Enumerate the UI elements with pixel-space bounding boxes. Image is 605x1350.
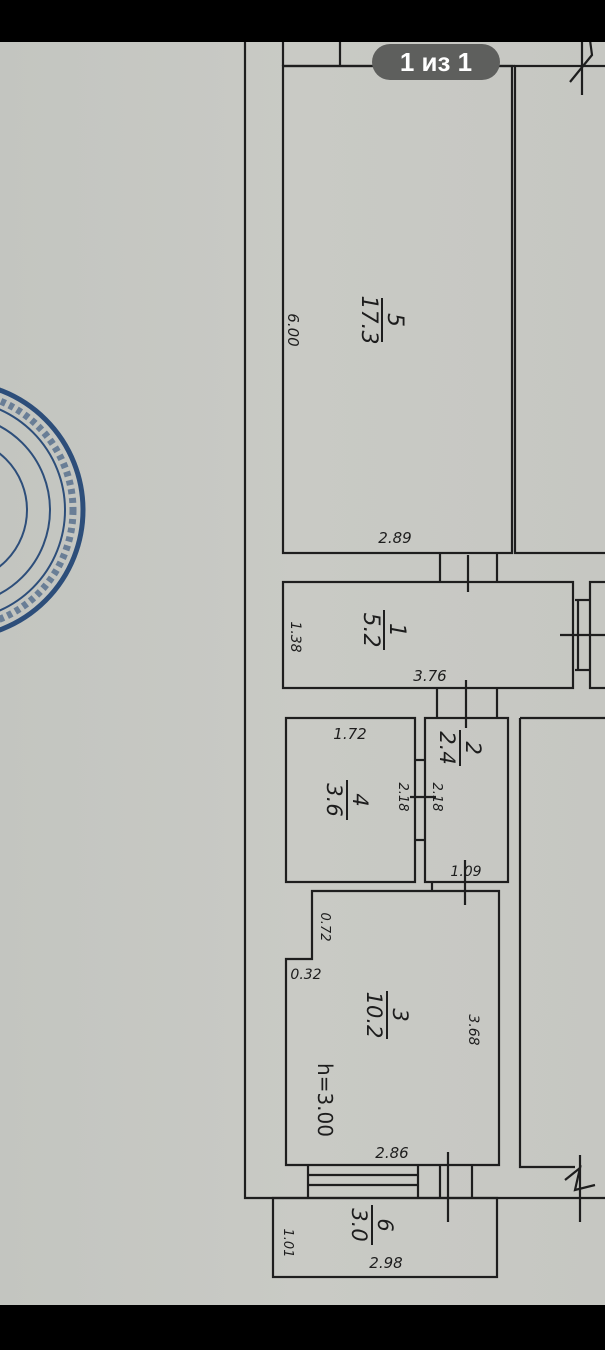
room-1-fraction: 1 5.2: [358, 610, 409, 650]
status-bar: [0, 0, 605, 42]
adjacent-room-top: [513, 64, 605, 555]
page-indicator: 1 из 1: [372, 44, 500, 80]
room-3-length: 3.68: [465, 1014, 481, 1045]
room-6-labels: 1.01 6 3.0 2.98: [280, 1205, 403, 1272]
room-3-number: 3: [388, 1008, 412, 1021]
room-4-width: 1.72: [333, 725, 366, 743]
room-6-width: 2.98: [369, 1254, 402, 1272]
room-2-number: 2: [461, 741, 485, 754]
room-2: [423, 716, 510, 884]
room-5-length: 6.00: [284, 313, 302, 346]
stamp-seal: [0, 387, 86, 633]
bottom-bar: [0, 1305, 605, 1350]
room-4-area: 3.6: [322, 783, 346, 816]
room-3-niche-depth: 0.32: [290, 967, 321, 983]
room-6-area: 3.0: [347, 1208, 371, 1241]
room-5-fraction: 5 17.3: [356, 296, 407, 345]
room-4-number: 4: [348, 793, 372, 806]
room-1-width: 3.76: [413, 667, 446, 685]
room-2-length: 2.18: [429, 783, 444, 812]
room-5-number: 5: [382, 313, 407, 327]
room-5-labels: 6.00 5 17.3 2.89: [284, 296, 412, 547]
room-3-width: 2.86: [375, 1144, 408, 1162]
room-3-fraction: 3 10.2: [362, 991, 412, 1039]
room-6-number: 6: [373, 1218, 397, 1231]
room-2-width: 1.09: [450, 864, 481, 880]
room-5-width: 2.89: [378, 529, 411, 547]
room-1-labels: 1.38 1 5.2 3.76: [287, 610, 447, 685]
room-4-length: 2.18: [395, 783, 410, 812]
room-2-labels: 2 2.4 2.18 1.09: [429, 730, 485, 880]
room-3-labels: 0.72 0.32 3 10.2 3.68 h=3.00 2.86: [290, 913, 481, 1162]
room-4: [284, 716, 417, 884]
room-2-area: 2.4: [435, 731, 459, 764]
room-3-niche-length: 0.72: [317, 913, 332, 942]
room-1-number: 1: [384, 623, 409, 637]
room-1-area: 5.2: [358, 613, 383, 648]
room-1-length: 1.38: [287, 621, 303, 652]
room-3: [284, 889, 501, 1167]
room-3-area: 10.2: [362, 992, 386, 1039]
room-2-fraction: 2 2.4: [435, 730, 485, 766]
room-4-labels: 1.72 4 3.6 2.18: [322, 725, 410, 820]
room-4-fraction: 4 3.6: [322, 780, 372, 820]
walls: [243, 39, 605, 1279]
room-6-fraction: 6 3.0: [347, 1205, 397, 1245]
room-6: [271, 1196, 499, 1279]
room-6-length: 1.01: [280, 1229, 295, 1258]
room-5-area: 17.3: [356, 296, 381, 345]
ceiling-height: h=3.00: [313, 1063, 337, 1137]
page-indicator-text: 1 из 1: [399, 47, 473, 77]
